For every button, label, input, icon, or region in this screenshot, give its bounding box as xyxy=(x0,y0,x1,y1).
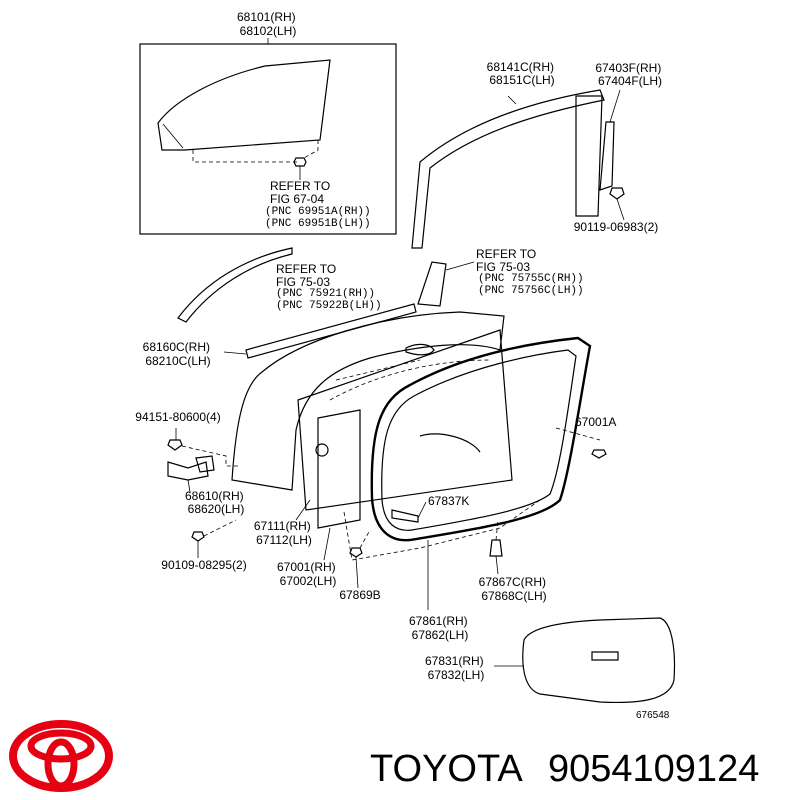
callout-pnc-69951: (PNC 69951A(RH)) (PNC 69951B(LH)) xyxy=(265,206,377,230)
callout-68141c: 68141C(RH) 68151C(LH) xyxy=(487,60,558,87)
callout-67867c: 67867C(RH) 67868C(LH) xyxy=(479,575,550,603)
outer-weatherstrip-part xyxy=(177,247,293,323)
callout-67111: 67111(RH) 67112(LH) xyxy=(254,519,314,547)
belt-weatherstrip-part xyxy=(223,303,417,359)
callout-94151: 94151-80600(4) xyxy=(135,410,220,424)
door-weatherstrip-part xyxy=(370,336,601,542)
callout-67861: 67861(RH) 67862(LH) xyxy=(409,614,471,642)
callout-refer-75-03-a: REFER TO FIG 75-03 xyxy=(276,262,340,289)
callout-90109: 90109-08295(2) xyxy=(161,558,246,572)
callout-90119: 90119-06983(2) xyxy=(574,220,659,234)
callout-67869b: 67869B xyxy=(339,588,380,602)
callout-67831: 67831(RH) 67832(LH) xyxy=(425,654,487,682)
callout-67001: 67001(RH) 67002(LH) xyxy=(277,560,339,588)
brand-name: TOYOTA xyxy=(370,748,523,790)
division-bar-part xyxy=(599,89,625,221)
part-number: 9054109124 xyxy=(548,748,759,790)
callout-67837k: 67837K xyxy=(428,494,469,508)
callout-pnc-7592: (PNC 75921(RH)) (PNC 75922B(LH)) xyxy=(276,288,382,312)
callout-refer-67-04: REFER TO FIG 67-04 xyxy=(270,179,334,206)
hinge-part xyxy=(167,428,240,558)
toyota-logo-icon xyxy=(9,720,113,792)
clip-67867-part xyxy=(489,519,503,575)
callout-pnc-7575: (PNC 75755C(RH)) (PNC 75756C(LH)) xyxy=(478,273,590,297)
clip-67869-part xyxy=(349,529,371,589)
callout-68101: 68101(RH) 68102(LH) xyxy=(237,10,299,38)
callout-67001a: 67001A xyxy=(575,415,616,429)
callout-68160c: 68160C(RH) 68210C(LH) xyxy=(143,340,214,368)
callout-68610: 68610(RH) 68620(LH) xyxy=(185,489,247,516)
service-cover-sheet-part xyxy=(494,617,676,704)
callout-refer-75-03-b: REFER TO FIG 75-03 xyxy=(476,247,540,274)
window-channel-part xyxy=(411,89,605,249)
door-panel-part xyxy=(231,311,513,529)
service-hole-cover-part xyxy=(391,501,427,523)
figure-number: 676548 xyxy=(636,710,670,721)
mirror-base-part xyxy=(417,261,475,307)
callout-67403f: 67403F(RH) 67404F(LH) xyxy=(595,61,664,88)
